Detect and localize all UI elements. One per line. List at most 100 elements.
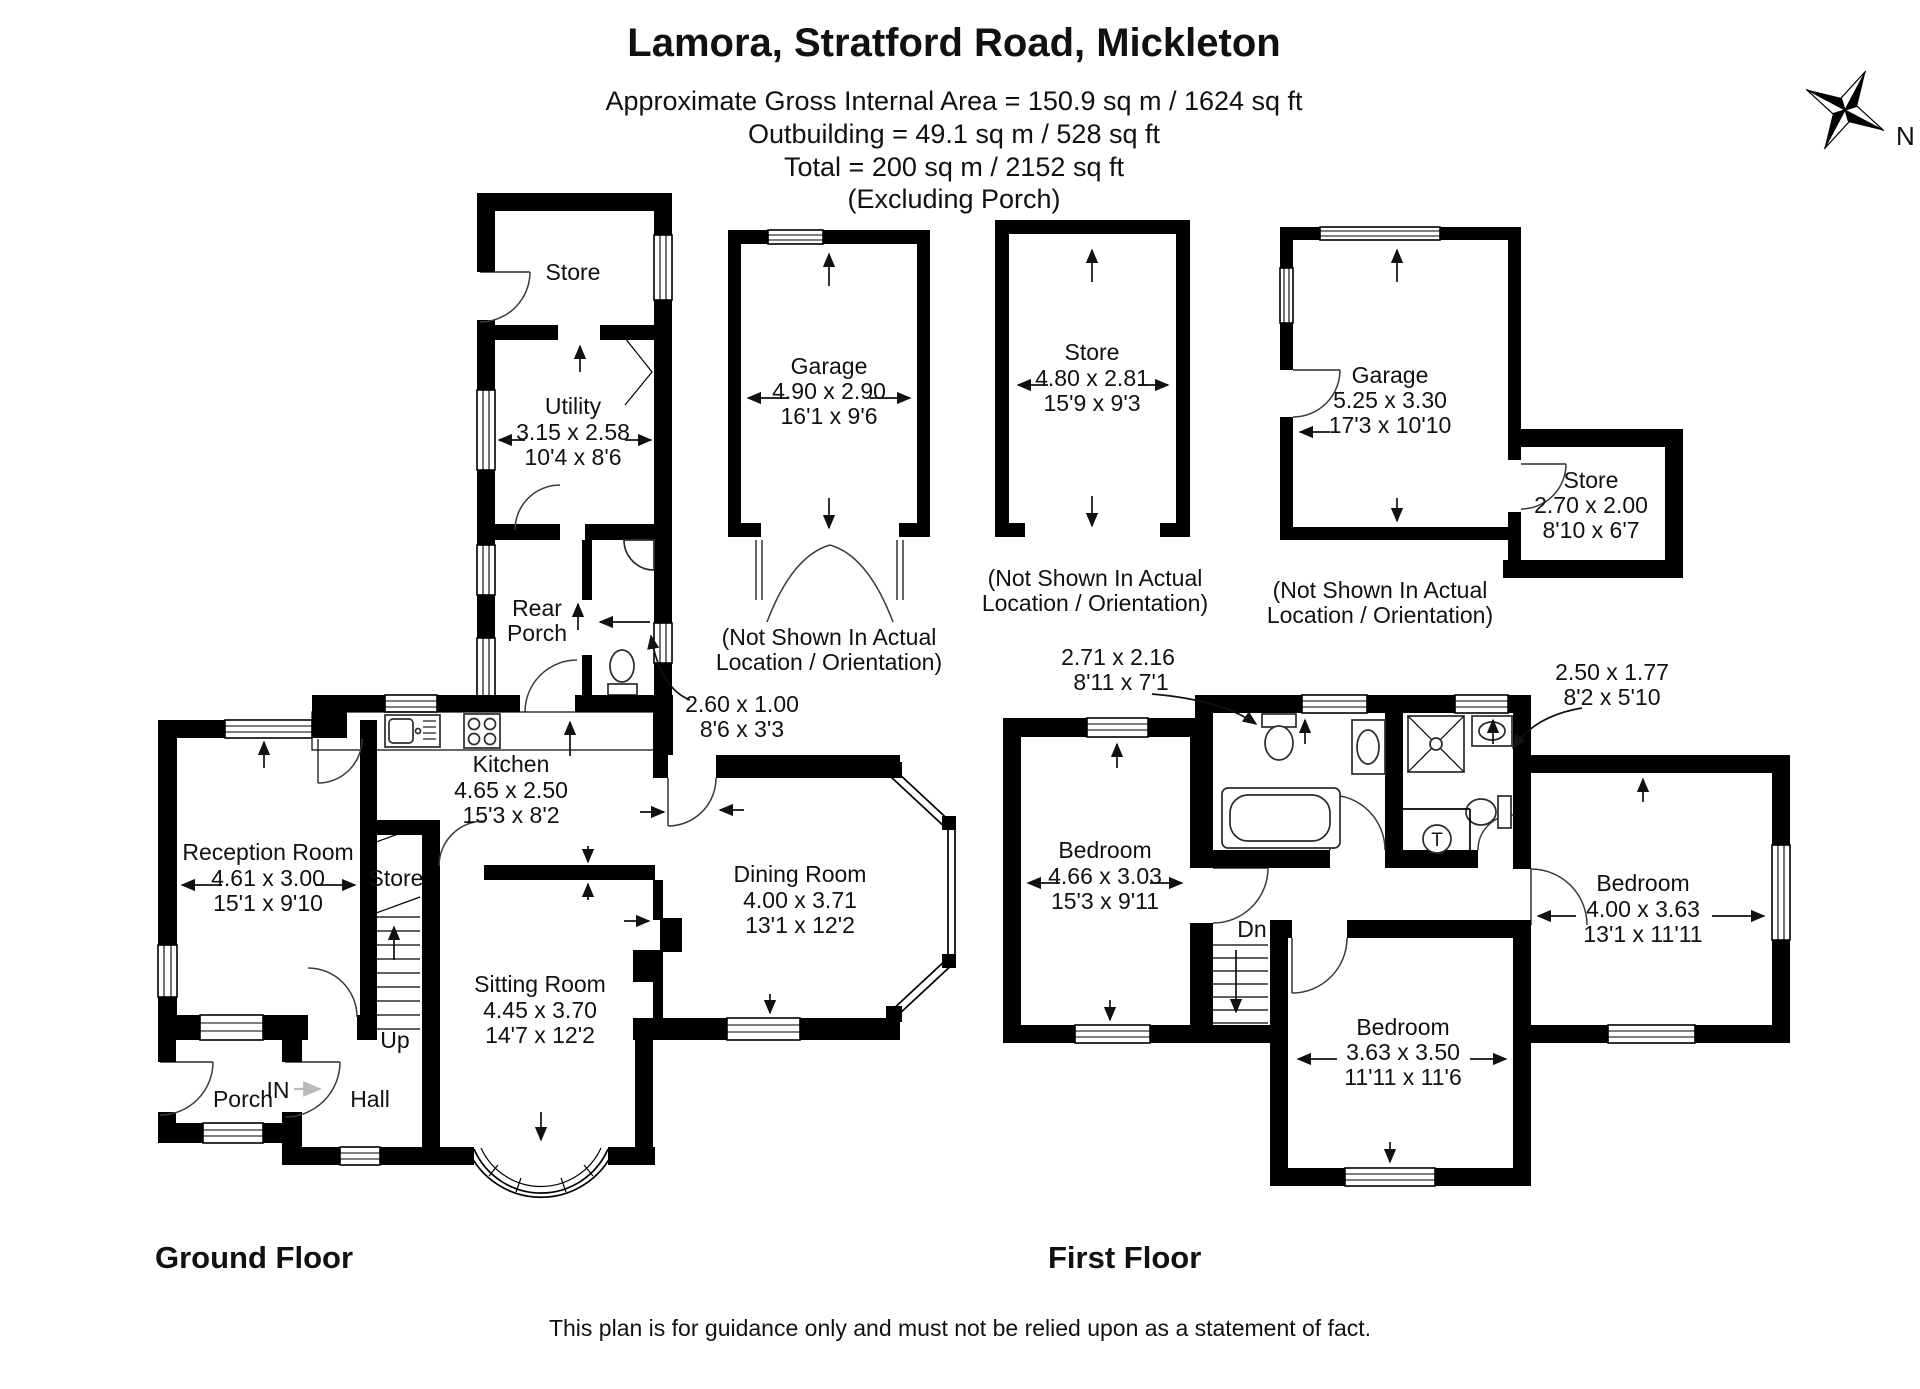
garage1-doors xyxy=(755,540,904,623)
kitchen-hob-icon xyxy=(463,713,501,749)
dining-bay-window xyxy=(886,762,956,1022)
room-label-sitting: Sitting Room xyxy=(474,971,606,997)
porch-hall-door xyxy=(284,1061,341,1118)
wc-corner-basin-icon xyxy=(623,539,655,571)
bedroom1-window-top xyxy=(1086,717,1149,738)
garage1-note-1: (Not Shown In Actual xyxy=(722,624,937,650)
room-label-utility: Utility xyxy=(545,393,602,419)
garage2-note-1: (Not Shown In Actual xyxy=(1273,577,1488,603)
bedroom1-door xyxy=(1212,867,1269,924)
bathroom-imperial: 8'11 x 7'1 xyxy=(1073,669,1168,695)
disclaimer: This plan is for guidance only and must … xyxy=(549,1315,1371,1341)
ground-floor-label: Ground Floor xyxy=(155,1240,353,1275)
shower-label-leader xyxy=(1512,707,1583,750)
store2-door xyxy=(1520,463,1567,510)
tank-label: T xyxy=(1431,830,1443,851)
bathroom-window xyxy=(1301,694,1368,714)
reception-door xyxy=(317,738,363,784)
bedroom2-imperial: 13'1 x 11'11 xyxy=(1583,921,1702,947)
sitting-metric: 4.45 x 3.70 xyxy=(483,997,597,1023)
hall-window-bottom xyxy=(339,1146,381,1166)
reception-window-left xyxy=(157,944,178,998)
store1-note-1: (Not Shown In Actual xyxy=(988,565,1203,591)
rear-porch-window-upper xyxy=(476,544,496,596)
room-label-kitchen: Kitchen xyxy=(473,751,550,777)
wc-imperial: 8'6 x 3'3 xyxy=(700,716,784,742)
rear-porch-window-lower xyxy=(476,637,496,698)
ground-floor-plan: Store Utility 3.15 x 2.58 10'4 x 8'6 Rea… xyxy=(155,193,956,1275)
gross-area-line: Approximate Gross Internal Area = 150.9 … xyxy=(605,86,1303,116)
bathroom-toilet-icon xyxy=(1261,713,1297,761)
shower-imperial: 8'2 x 5'10 xyxy=(1563,684,1660,710)
shower-metric: 2.50 x 1.77 xyxy=(1555,659,1669,685)
outbuilding-garage1: Garage 4.90 x 2.90 16'1 x 9'6 (Not Shown… xyxy=(716,229,942,675)
store2-metric: 2.70 x 2.00 xyxy=(1534,492,1648,518)
compass-north-label: N xyxy=(1896,121,1915,151)
garage2-window-top xyxy=(1319,226,1441,241)
utility-metric: 3.15 x 2.58 xyxy=(516,419,630,445)
garage2-note-2: Location / Orientation) xyxy=(1267,602,1493,628)
utility-door xyxy=(514,484,561,531)
bedroom2-door xyxy=(1530,868,1588,926)
outbuilding-line: Outbuilding = 49.1 sq m / 528 sq ft xyxy=(748,119,1160,149)
outbuilding-garage2-store2: Garage 5.25 x 3.30 17'3 x 10'10 Store 2.… xyxy=(1267,226,1683,628)
bathroom-sink-icon xyxy=(1351,719,1386,775)
room-label-rear-porch-2: Porch xyxy=(507,620,567,646)
utility-bifold-door xyxy=(624,337,653,406)
bedroom1-window-bottom xyxy=(1074,1024,1151,1044)
compass-icon: N xyxy=(1805,70,1915,151)
room-label-bedroom2: Bedroom xyxy=(1596,870,1689,896)
reception-bottom-window xyxy=(199,1014,264,1041)
room-label-rear-porch-1: Rear xyxy=(512,595,562,621)
store-rear-window xyxy=(653,234,673,301)
garage2-imperial: 17'3 x 10'10 xyxy=(1329,412,1452,438)
porch-front-door xyxy=(159,1061,214,1116)
porch-window-bottom xyxy=(202,1122,264,1144)
store2-imperial: 8'10 x 6'7 xyxy=(1542,517,1639,543)
room-label-store1: Store xyxy=(1065,339,1120,365)
room-label-store-stairs: Store xyxy=(369,865,424,891)
outbuilding-store1: Store 4.80 x 2.81 15'9 x 9'3 (Not Shown … xyxy=(982,220,1208,616)
bedroom2-window-bottom xyxy=(1607,1024,1696,1044)
kitchen-window xyxy=(384,694,438,713)
dn-label: Dn xyxy=(1237,916,1266,942)
store1-imperial: 15'9 x 9'3 xyxy=(1043,390,1140,416)
room-label-bedroom1: Bedroom xyxy=(1058,837,1151,863)
store-rear-door xyxy=(479,271,531,323)
in-label: IN xyxy=(267,1077,290,1103)
shower-room-window xyxy=(1454,694,1509,714)
rear-porch-kitchen-door xyxy=(524,659,578,713)
dining-window-bottom xyxy=(726,1017,801,1041)
room-label-garage1: Garage xyxy=(791,353,868,379)
shower-toilet-icon xyxy=(1465,795,1512,829)
reception-metric: 4.61 x 3.00 xyxy=(211,865,325,891)
utility-window xyxy=(476,389,496,471)
sitting-bow-window xyxy=(458,1147,624,1199)
bathroom-label-leader xyxy=(1151,693,1258,725)
first-floor-label: First Floor xyxy=(1048,1240,1201,1275)
store1-metric: 4.80 x 2.81 xyxy=(1035,365,1149,391)
dining-imperial: 13'1 x 12'2 xyxy=(745,912,855,938)
bedroom1-metric: 4.66 x 3.03 xyxy=(1048,863,1162,889)
kitchen-imperial: 15'3 x 8'2 xyxy=(462,802,559,828)
first-floor-plan: T 2.71 x 2.16 8'11 x 7'1 2.50 x 1.77 8'2… xyxy=(1003,644,1791,1275)
wc-metric: 2.60 x 1.00 xyxy=(685,691,799,717)
bedroom3-door xyxy=(1291,937,1348,994)
kitchen-dining-door xyxy=(667,777,717,827)
reception-window-top xyxy=(224,719,313,739)
room-label-hall: Hall xyxy=(350,1086,390,1112)
room-label-store2: Store xyxy=(1564,467,1619,493)
garage1-imperial: 16'1 x 9'6 xyxy=(780,403,877,429)
room-label-bedroom3: Bedroom xyxy=(1356,1014,1449,1040)
kitchen-sitting-door xyxy=(438,820,485,867)
room-label-store-rear: Store xyxy=(546,259,601,285)
ground-stairs xyxy=(367,825,421,1030)
bedroom3-window-bottom xyxy=(1344,1167,1436,1187)
reception-imperial: 15'1 x 9'10 xyxy=(213,890,323,916)
bedroom3-metric: 3.63 x 3.50 xyxy=(1346,1039,1460,1065)
room-label-garage2: Garage xyxy=(1352,362,1429,388)
wc-label-leader xyxy=(647,634,691,701)
kitchen-sink-icon xyxy=(384,714,441,748)
